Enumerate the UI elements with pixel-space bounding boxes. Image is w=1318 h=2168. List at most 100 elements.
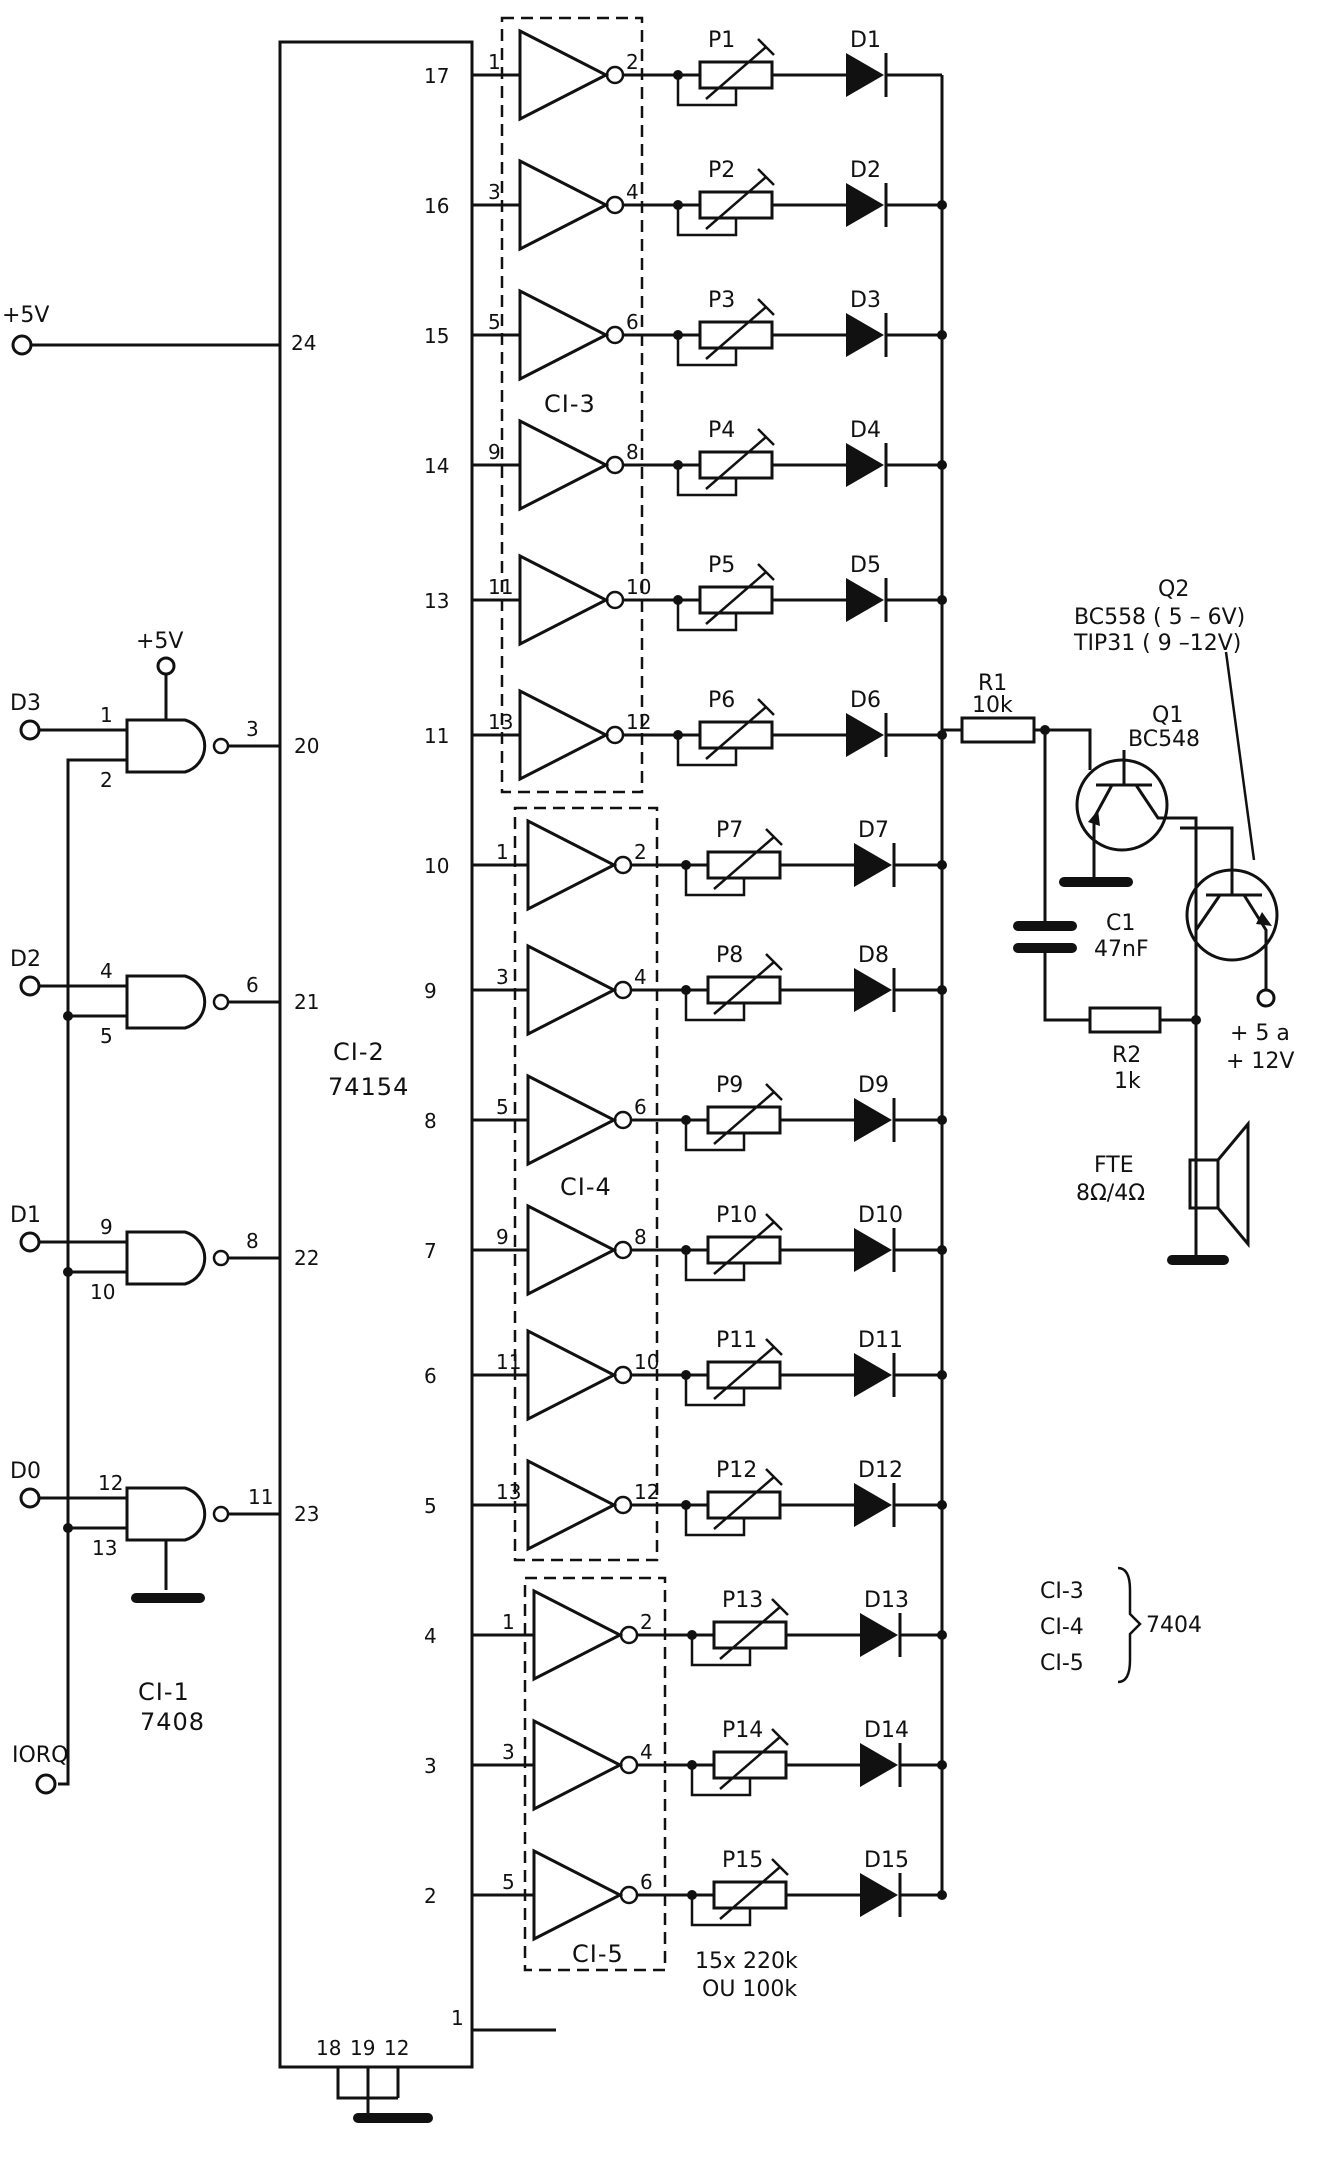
inverter-output-pin: 8 <box>626 440 639 464</box>
ic-pin-number: 5 <box>424 1494 437 1518</box>
diode-label: D9 <box>858 1073 889 1098</box>
pot-link <box>676 75 738 107</box>
inverter-label-ci5: CI-5 <box>572 1940 624 1968</box>
diode-label: D7 <box>858 818 889 843</box>
inverter-gate <box>526 1458 618 1552</box>
inverter-input-pin: 9 <box>488 440 501 464</box>
diode-label: D1 <box>850 28 881 53</box>
and-gate-d1: D1 9 10 8 22 <box>10 1203 319 1304</box>
potentiometer <box>706 1360 782 1390</box>
pot-wiper <box>705 38 775 100</box>
inverter-input-pin: 1 <box>496 840 509 864</box>
diode-triangle <box>846 578 884 622</box>
gate-body-d3 <box>125 718 207 774</box>
inverter-output-pin: 2 <box>640 1610 653 1634</box>
pot-label: P12 <box>716 1458 757 1483</box>
inverter-bubble <box>613 1365 633 1385</box>
inverter-output-pin: 2 <box>634 840 647 864</box>
inverter-output-pin: 6 <box>640 1870 653 1894</box>
inverter-gate <box>532 1718 624 1812</box>
pot-link <box>676 205 738 237</box>
q2-name: Q2 <box>1158 577 1189 602</box>
gate-pin-d0-in1: 12 <box>98 1471 123 1495</box>
pot-wiper <box>713 953 783 1015</box>
inverter-gate <box>526 1328 618 1422</box>
inverter-input-pin: 5 <box>488 310 501 334</box>
pot-label: P14 <box>722 1718 763 1743</box>
gate-pin-d0-in2: 13 <box>92 1536 117 1560</box>
inverter-bubble <box>605 590 625 610</box>
ic-pin-number: 7 <box>424 1239 437 1263</box>
speaker-cone <box>1216 1119 1250 1249</box>
input-label-d3: D3 <box>10 691 41 716</box>
diode-triangle <box>846 713 884 757</box>
ic-7408-name: CI-1 <box>138 1678 190 1706</box>
gate-pin-d1-in1: 9 <box>100 1215 113 1239</box>
inverter-output-pin: 4 <box>634 965 647 989</box>
inverter-input-pin: 5 <box>496 1095 509 1119</box>
diode-triangle <box>854 1098 892 1142</box>
pot-link <box>676 465 738 497</box>
ic-bottom-pin-a: 18 <box>316 2036 341 2060</box>
pot-label: P7 <box>716 818 743 843</box>
inverter-output-pin: 6 <box>634 1095 647 1119</box>
ic-pin-number: 9 <box>424 979 437 1003</box>
pot-link <box>676 600 738 632</box>
pot-wiper <box>705 428 775 490</box>
iorq-label: IORQ <box>12 1743 68 1768</box>
q2-pointer <box>1224 651 1256 861</box>
pot-label: P4 <box>708 418 735 443</box>
gate-vcc-label: +5V <box>136 629 183 654</box>
pot-link <box>684 1375 746 1407</box>
pot-link <box>676 335 738 367</box>
inverter-gate <box>526 1073 618 1167</box>
input-terminal-d1 <box>19 1231 41 1253</box>
gate-pin-d2-in1: 4 <box>100 959 113 983</box>
inverter-input-pin: 5 <box>502 1870 515 1894</box>
diode-triangle <box>860 1743 898 1787</box>
diode-label: D3 <box>850 288 881 313</box>
r2-name: R2 <box>1112 1043 1141 1068</box>
output-stage: R1 10k C1 47nF R2 1k Q1 BC548 Q2 BC558 (… <box>942 577 1294 1684</box>
gate-bubble-d1 <box>212 1249 230 1267</box>
pot-wiper <box>713 1083 783 1145</box>
r1-name: R1 <box>978 671 1007 696</box>
gate-pin-d0-out: 11 <box>248 1485 273 1509</box>
pot-wiper <box>705 298 775 360</box>
pot-wiper <box>705 698 775 760</box>
pot-label: P8 <box>716 943 743 968</box>
inverter-input-pin: 3 <box>496 965 509 989</box>
resistor-r2 <box>1088 1006 1162 1034</box>
q1-part: BC548 <box>1128 727 1200 752</box>
legend-item-3: CI-5 <box>1040 1651 1084 1676</box>
gate-pin-d1-out: 8 <box>246 1229 259 1253</box>
diode-label: D12 <box>858 1458 903 1483</box>
q2-leads <box>1180 826 1268 1250</box>
inverter-gate <box>526 818 618 912</box>
inverter-input-pin: 9 <box>496 1225 509 1249</box>
diode-triangle <box>846 183 884 227</box>
gate-body-d2 <box>125 974 207 1030</box>
ic-pin-number: 8 <box>424 1109 437 1133</box>
gate-pin-d3-in2: 2 <box>100 768 113 792</box>
power-label: +5V <box>2 303 49 328</box>
diode-label: D4 <box>850 418 881 443</box>
potentiometer <box>698 450 774 480</box>
legend-brace <box>1117 1566 1142 1684</box>
ic-pin-number: 4 <box>424 1624 437 1648</box>
inverter-gate <box>518 28 610 122</box>
pot-wiper <box>719 1728 789 1790</box>
inverter-bubble <box>619 1885 639 1905</box>
inverter-bubble <box>605 195 625 215</box>
inverter-input-pin: 1 <box>488 50 501 74</box>
gate-bubble-d2 <box>212 993 230 1011</box>
r1-value: 10k <box>972 693 1013 718</box>
inverter-gate <box>526 1203 618 1297</box>
